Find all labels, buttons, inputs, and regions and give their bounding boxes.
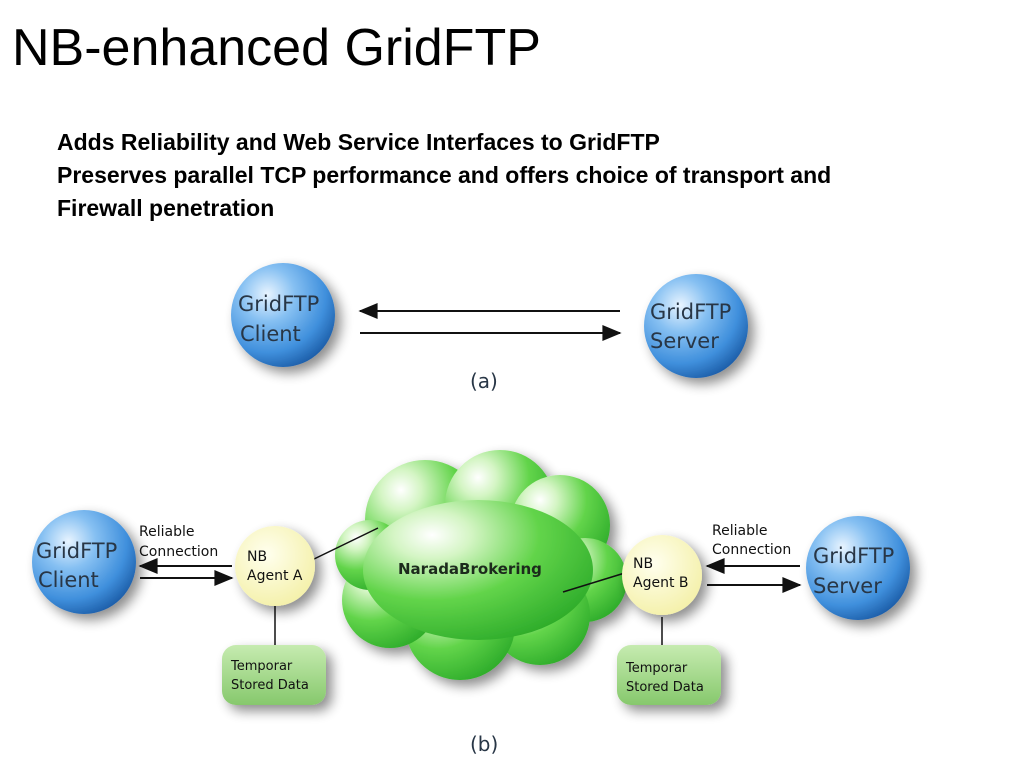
broker-label: NaradaBrokering (398, 560, 542, 578)
agent-a-label-line1: NB (247, 549, 267, 565)
slide-title: NB-enhanced GridFTP (12, 19, 541, 77)
client-label-b-line2: Client (38, 568, 99, 592)
right-connection-label-line2: Connection (712, 542, 791, 558)
server-label-b-line2: Server (813, 574, 882, 598)
server-label-b-line1: GridFTP (813, 544, 894, 568)
nb-agent-a (235, 526, 315, 606)
gridftp-client-sphere-b (32, 510, 136, 614)
nb-agent-b (622, 535, 702, 615)
agent-a-label-line2: Agent A (247, 568, 303, 584)
agent-a-to-cloud-line (311, 527, 379, 561)
left-connection-label-line1: Reliable (139, 524, 194, 540)
storage-b-label-line2: Stored Data (626, 680, 704, 695)
agent-b-label-line2: Agent B (633, 575, 689, 591)
bullet-performance: Preserves parallel TCP performance and o… (57, 162, 832, 188)
storage-a-label-line2: Stored Data (231, 678, 309, 693)
client-label-b-line1: GridFTP (36, 539, 117, 563)
storage-a-label-line1: Temporar (230, 659, 293, 674)
diagram-b: NaradaBrokering GridFTP Client Reliable … (32, 450, 910, 756)
bullet-firewall: Firewall penetration (57, 195, 275, 221)
caption-a: (a) (470, 369, 498, 393)
right-connection-label-line1: Reliable (712, 523, 767, 539)
temporary-storage-a (222, 645, 326, 705)
caption-b: (b) (470, 732, 498, 756)
gridftp-server-sphere-b (806, 516, 910, 620)
gridftp-server-sphere-a (644, 274, 748, 378)
diagram-a: GridFTP Client GridFTP Server (a) (231, 263, 748, 393)
agent-b-label-line1: NB (633, 556, 653, 572)
left-connection-label-line2: Connection (139, 544, 218, 560)
gridftp-client-sphere-a (231, 263, 335, 367)
client-label-a-line1: GridFTP (238, 292, 319, 316)
client-label-a-line2: Client (240, 322, 301, 346)
agent-b-to-cloud-line (562, 571, 629, 593)
server-label-a-line2: Server (650, 329, 719, 353)
bullet-reliability: Adds Reliability and Web Service Interfa… (57, 129, 660, 155)
server-label-a-line1: GridFTP (650, 300, 731, 324)
narada-brokering-cloud (335, 450, 627, 680)
bullet-list: Adds Reliability and Web Service Interfa… (57, 126, 831, 225)
storage-b-label-line1: Temporar (625, 661, 688, 676)
temporary-storage-b (617, 645, 721, 705)
